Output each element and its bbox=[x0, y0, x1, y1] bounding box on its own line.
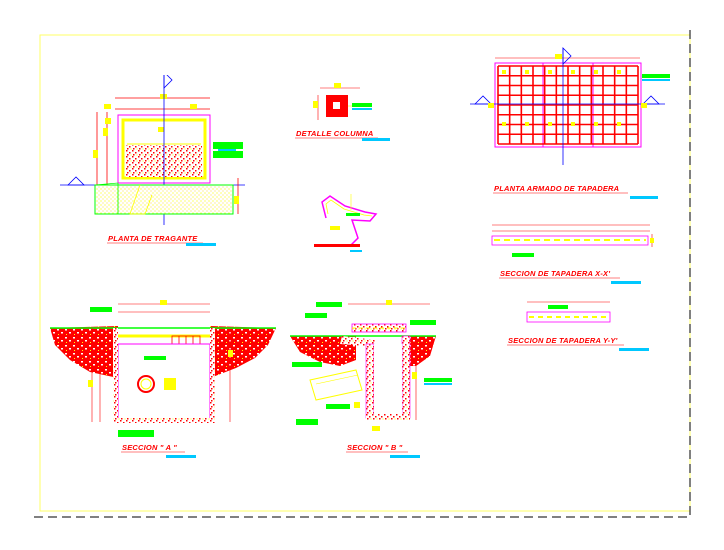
planta-tragante-title: PLANTA DE TRAGANTE bbox=[108, 234, 198, 243]
seccion-xx-title: SECCION DE TAPADERA X-X' bbox=[500, 269, 610, 278]
rebar-tag bbox=[525, 70, 529, 74]
sheet-frame bbox=[34, 30, 691, 518]
rebar-tag bbox=[594, 122, 598, 126]
seccion-b-title: SECCION " B " bbox=[347, 443, 403, 452]
detalle-columna: DETALLE COLUMNA bbox=[295, 83, 390, 141]
detalle-columna-title: DETALLE COLUMNA bbox=[296, 129, 373, 138]
rebar-tag bbox=[502, 122, 506, 126]
bar-hook-detail bbox=[314, 194, 378, 252]
rebar-tag bbox=[594, 70, 598, 74]
rebar-tag bbox=[525, 122, 529, 126]
seccion-a-title: SECCION " A " bbox=[122, 443, 177, 452]
planta-de-tragante: PLANTA DE TRAGANTE bbox=[60, 71, 245, 246]
planta-armado-title: PLANTA ARMADO DE TAPADERA bbox=[494, 184, 619, 193]
rebar-tag bbox=[548, 70, 552, 74]
rebar-tag bbox=[571, 70, 575, 74]
rebar-tag bbox=[502, 70, 506, 74]
rebar-tag bbox=[617, 122, 621, 126]
rebar-tag bbox=[548, 122, 552, 126]
seccion-yy-title: SECCION DE TAPADERA Y-Y' bbox=[508, 336, 618, 345]
seccion-tapadera-yy: SECCION DE TAPADERA Y-Y' bbox=[507, 301, 649, 351]
planta-armado-tapadera: PLANTA ARMADO DE TAPADERA bbox=[470, 47, 670, 199]
seccion-tapadera-xx: SECCION DE TAPADERA X-X' bbox=[491, 224, 654, 284]
seccion-a: SECCION " A " bbox=[50, 300, 276, 458]
rebar-tag bbox=[617, 70, 621, 74]
rebar-grid bbox=[497, 65, 639, 145]
rebar-tag bbox=[571, 122, 575, 126]
seccion-b: SECCION " B " bbox=[290, 300, 452, 458]
